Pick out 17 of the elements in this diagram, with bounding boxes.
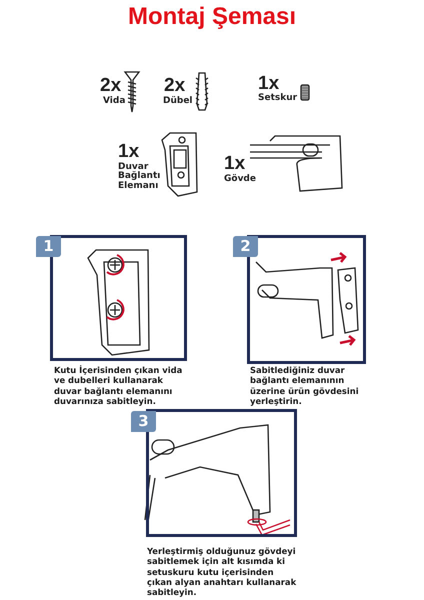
quantity-label: 1x xyxy=(258,74,280,94)
title: Montaj Şeması xyxy=(126,4,298,30)
instruction-text: Yerleştirmiş olduğunuz gövdeyi sabitlemek için alt kısımda ki setuskuru kutu içerisinden çıkan alyan anahtarı kullanarak sabitleyin. xyxy=(147,546,297,598)
step-number: 3 xyxy=(131,411,156,432)
quantity-label: 2x xyxy=(164,76,186,96)
part-name: Setskur xyxy=(258,94,298,104)
step-number: 1 xyxy=(36,236,61,257)
quantity-label: 2x xyxy=(100,76,122,96)
step-number: 2 xyxy=(233,236,258,257)
part-name: Dübel xyxy=(163,97,193,106)
part-name: Gövde xyxy=(224,175,256,184)
part-name: Vida xyxy=(103,97,126,106)
step-panel xyxy=(146,409,297,537)
instruction-text: Kutu İçerisinden çıkan vida ve dubelleri kullanarak duvar bağlantı elemanını duvarınıza sabitleyin. xyxy=(54,365,184,406)
instruction-text: Sabitlediğiniz duvar bağlantı elemanının üzerine ürün gövdesini yerleştirin. xyxy=(250,365,360,406)
quantity-label: 1x xyxy=(224,154,246,174)
quantity-label: 1x xyxy=(118,142,140,162)
